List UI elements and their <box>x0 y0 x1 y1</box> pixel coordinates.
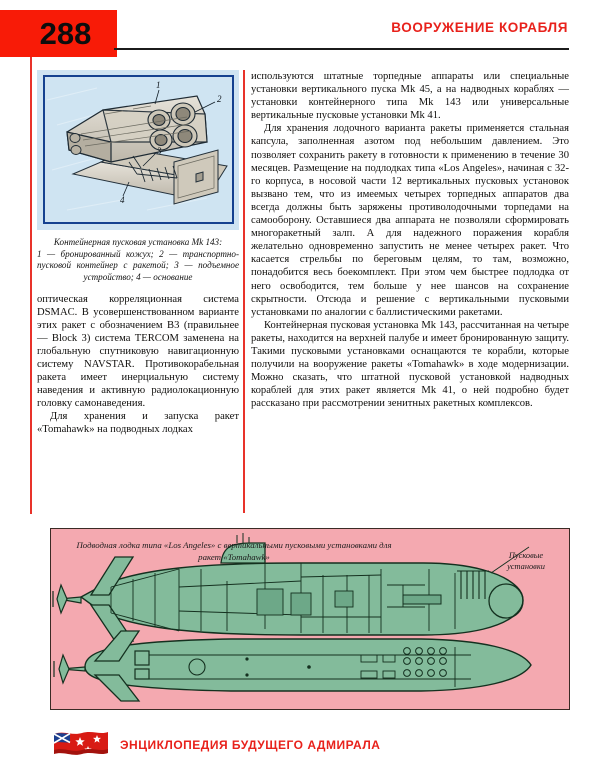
left-column: 1 2 3 4 Контейнерная пусковая установка … <box>37 70 239 436</box>
figure-caption-legend: 1 — бронированный кожух; 2 — транспортно… <box>37 248 239 282</box>
paragraph: оптическая корреляционная система DSMAC.… <box>37 294 239 410</box>
figure-los-angeles-submarine: Подводная лодка типа «Los Angeles» с вер… <box>42 521 580 719</box>
figure-inner-border <box>43 75 234 224</box>
section-title: ВООРУЖЕНИЕ КОРАБЛЯ <box>391 20 568 35</box>
callout-2: 2 <box>217 94 222 104</box>
header-divider <box>114 48 569 50</box>
submarine-drawing <box>51 529 568 708</box>
callout-1: 1 <box>156 80 161 90</box>
footer-text: ЭНЦИКЛОПЕДИЯ БУДУЩЕГО АДМИРАЛА <box>120 738 381 752</box>
naval-ensign-flag-icon <box>53 732 108 755</box>
launcher-annotation-label: Пусковые установки <box>507 551 545 571</box>
paragraph: используются штатные торпедные аппараты … <box>251 71 569 122</box>
page-number-block: 288 <box>0 10 117 57</box>
right-column: используются штатные торпедные аппараты … <box>251 70 569 410</box>
figure-caption: Контейнерная пусковая установка Mk 143: … <box>37 237 239 283</box>
submarine-figure-caption: Подводная лодка типа «Los Angeles» с вер… <box>76 540 392 562</box>
callout-3: 3 <box>156 146 162 156</box>
submarine-plan-view <box>53 630 532 702</box>
left-margin-rule <box>30 57 32 514</box>
mk143-launcher-drawing: 1 2 3 4 <box>37 70 239 230</box>
column-divider-rule <box>243 70 245 513</box>
figure-mk143-launcher: 1 2 3 4 <box>37 70 239 230</box>
submarine-cutaway-view <box>52 533 530 642</box>
footer: ЭНЦИКЛОПЕДИЯ БУДУЩЕГО АДМИРАЛА <box>52 728 380 762</box>
paragraph: Контейнерная пусковая установка Mk 143, … <box>251 319 569 410</box>
paragraph: Для хранения и запуска ракет «Tomahawk» … <box>37 411 239 436</box>
left-column-body: оптическая корреляционная система DSMAC.… <box>37 293 239 436</box>
page-number: 288 <box>39 16 92 51</box>
paragraph: Для хранения лодочного варианта ракеты п… <box>251 123 569 318</box>
figure-caption-title: Контейнерная пусковая установка Mk 143: <box>53 237 223 247</box>
callout-4: 4 <box>120 195 125 205</box>
